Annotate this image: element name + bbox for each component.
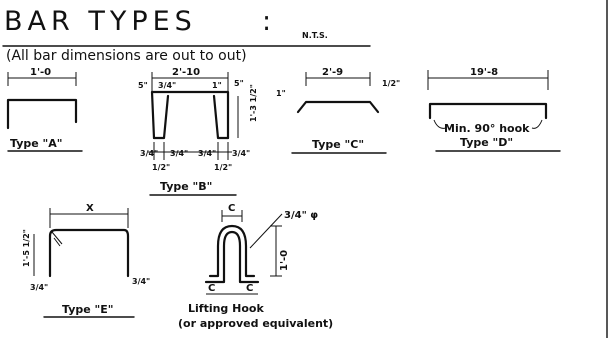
bar-type-a: 1'-0 Type "A" [6,67,83,152]
type-c-bar-shape [296,100,380,114]
type-c-length: 2'-9 [322,67,343,78]
type-b-bottom-dim-a: 3/4" [140,149,158,158]
type-b-inner-left-dim: 3/4" [158,81,176,90]
lifting-hook-height: 1'-0 [279,250,290,271]
type-d-hook-note: Min. 90° hook [444,122,530,135]
type-b-left-dim: 5" [138,81,148,90]
bar-type-b: 2'-10 5" 5" 3/4" 1" 1'-3 1/2" 3/4" 3/4" … [138,67,258,196]
title-colon: : [262,6,276,37]
type-d-bar-shape [428,102,548,120]
type-c-left-dim: 1" [276,89,286,98]
type-b-right-leg [212,94,230,140]
type-a-label: Type "A" [10,137,63,150]
subtitle-note: (All bar dimensions are out to out) [6,48,247,64]
bar-type-d: 19'-8 Min. 90° hook Type "D" [427,67,561,152]
lifting-hook-diameter: 3/4" φ [284,210,318,221]
type-a-length: 1'-0 [30,67,51,78]
type-d-label: Type "D" [460,136,513,149]
type-b-bottom-dim-f: 1/2" [214,163,232,172]
type-b-bottom-dim-c: 3/4" [198,149,216,158]
type-b-label: Type "B" [160,180,212,193]
lifting-hook-top-dim: C [228,203,235,214]
type-b-height: 1'-3 1/2" [249,84,258,122]
page-title: BAR TYPES [4,6,197,37]
type-c-right-dim: 1/2" [382,79,400,88]
bar-type-c: 2'-9 1" 1/2" Type "C" [276,67,400,154]
type-b-bar-outer [150,90,230,140]
type-b-top-length: 2'-10 [172,67,200,78]
type-b-bottom-dim-e: 1/2" [152,163,170,172]
lifting-hook-dia-leader [249,213,283,249]
type-a-bar-shape [6,98,78,130]
nts-note: N.T.S. [302,31,328,40]
lifting-hook-shape [204,230,260,284]
type-e-bottom-left-dim: 3/4" [30,283,48,292]
lifting-hook-label: Lifting Hook [188,302,264,315]
type-b-bottom-dim-b: 3/4" [170,149,188,158]
type-d-hook-leaders [433,119,543,129]
type-e-length: X [86,203,94,214]
bar-type-e: X 1'-5 1/2" 3/4" 3/4" Type "E" [22,203,150,318]
lifting-hook-foot-left: C [208,283,215,294]
type-b-bottom-dim-d: 3/4" [232,149,250,158]
type-c-label: Type "C" [312,138,364,151]
lifting-hook-outer [208,224,256,278]
type-e-corner-hatch [51,231,63,247]
type-e-label: Type "E" [62,303,114,316]
type-e-bottom-right-dim: 3/4" [132,277,150,286]
type-b-right-dim: 5" [234,79,244,88]
type-e-bar-shape [48,228,130,278]
type-e-side-height: 1'-5 1/2" [22,229,31,267]
lifting-hook: C 3/4" φ 1'-0 C C Lifting Hook (or appro… [178,203,333,330]
lifting-hook-foot-right: C [246,283,253,294]
lifting-hook-note: (or approved equivalent) [178,317,333,330]
type-b-left-leg [152,94,170,140]
type-d-length: 19'-8 [470,67,498,78]
type-b-inner-right-dim: 1" [212,81,222,90]
